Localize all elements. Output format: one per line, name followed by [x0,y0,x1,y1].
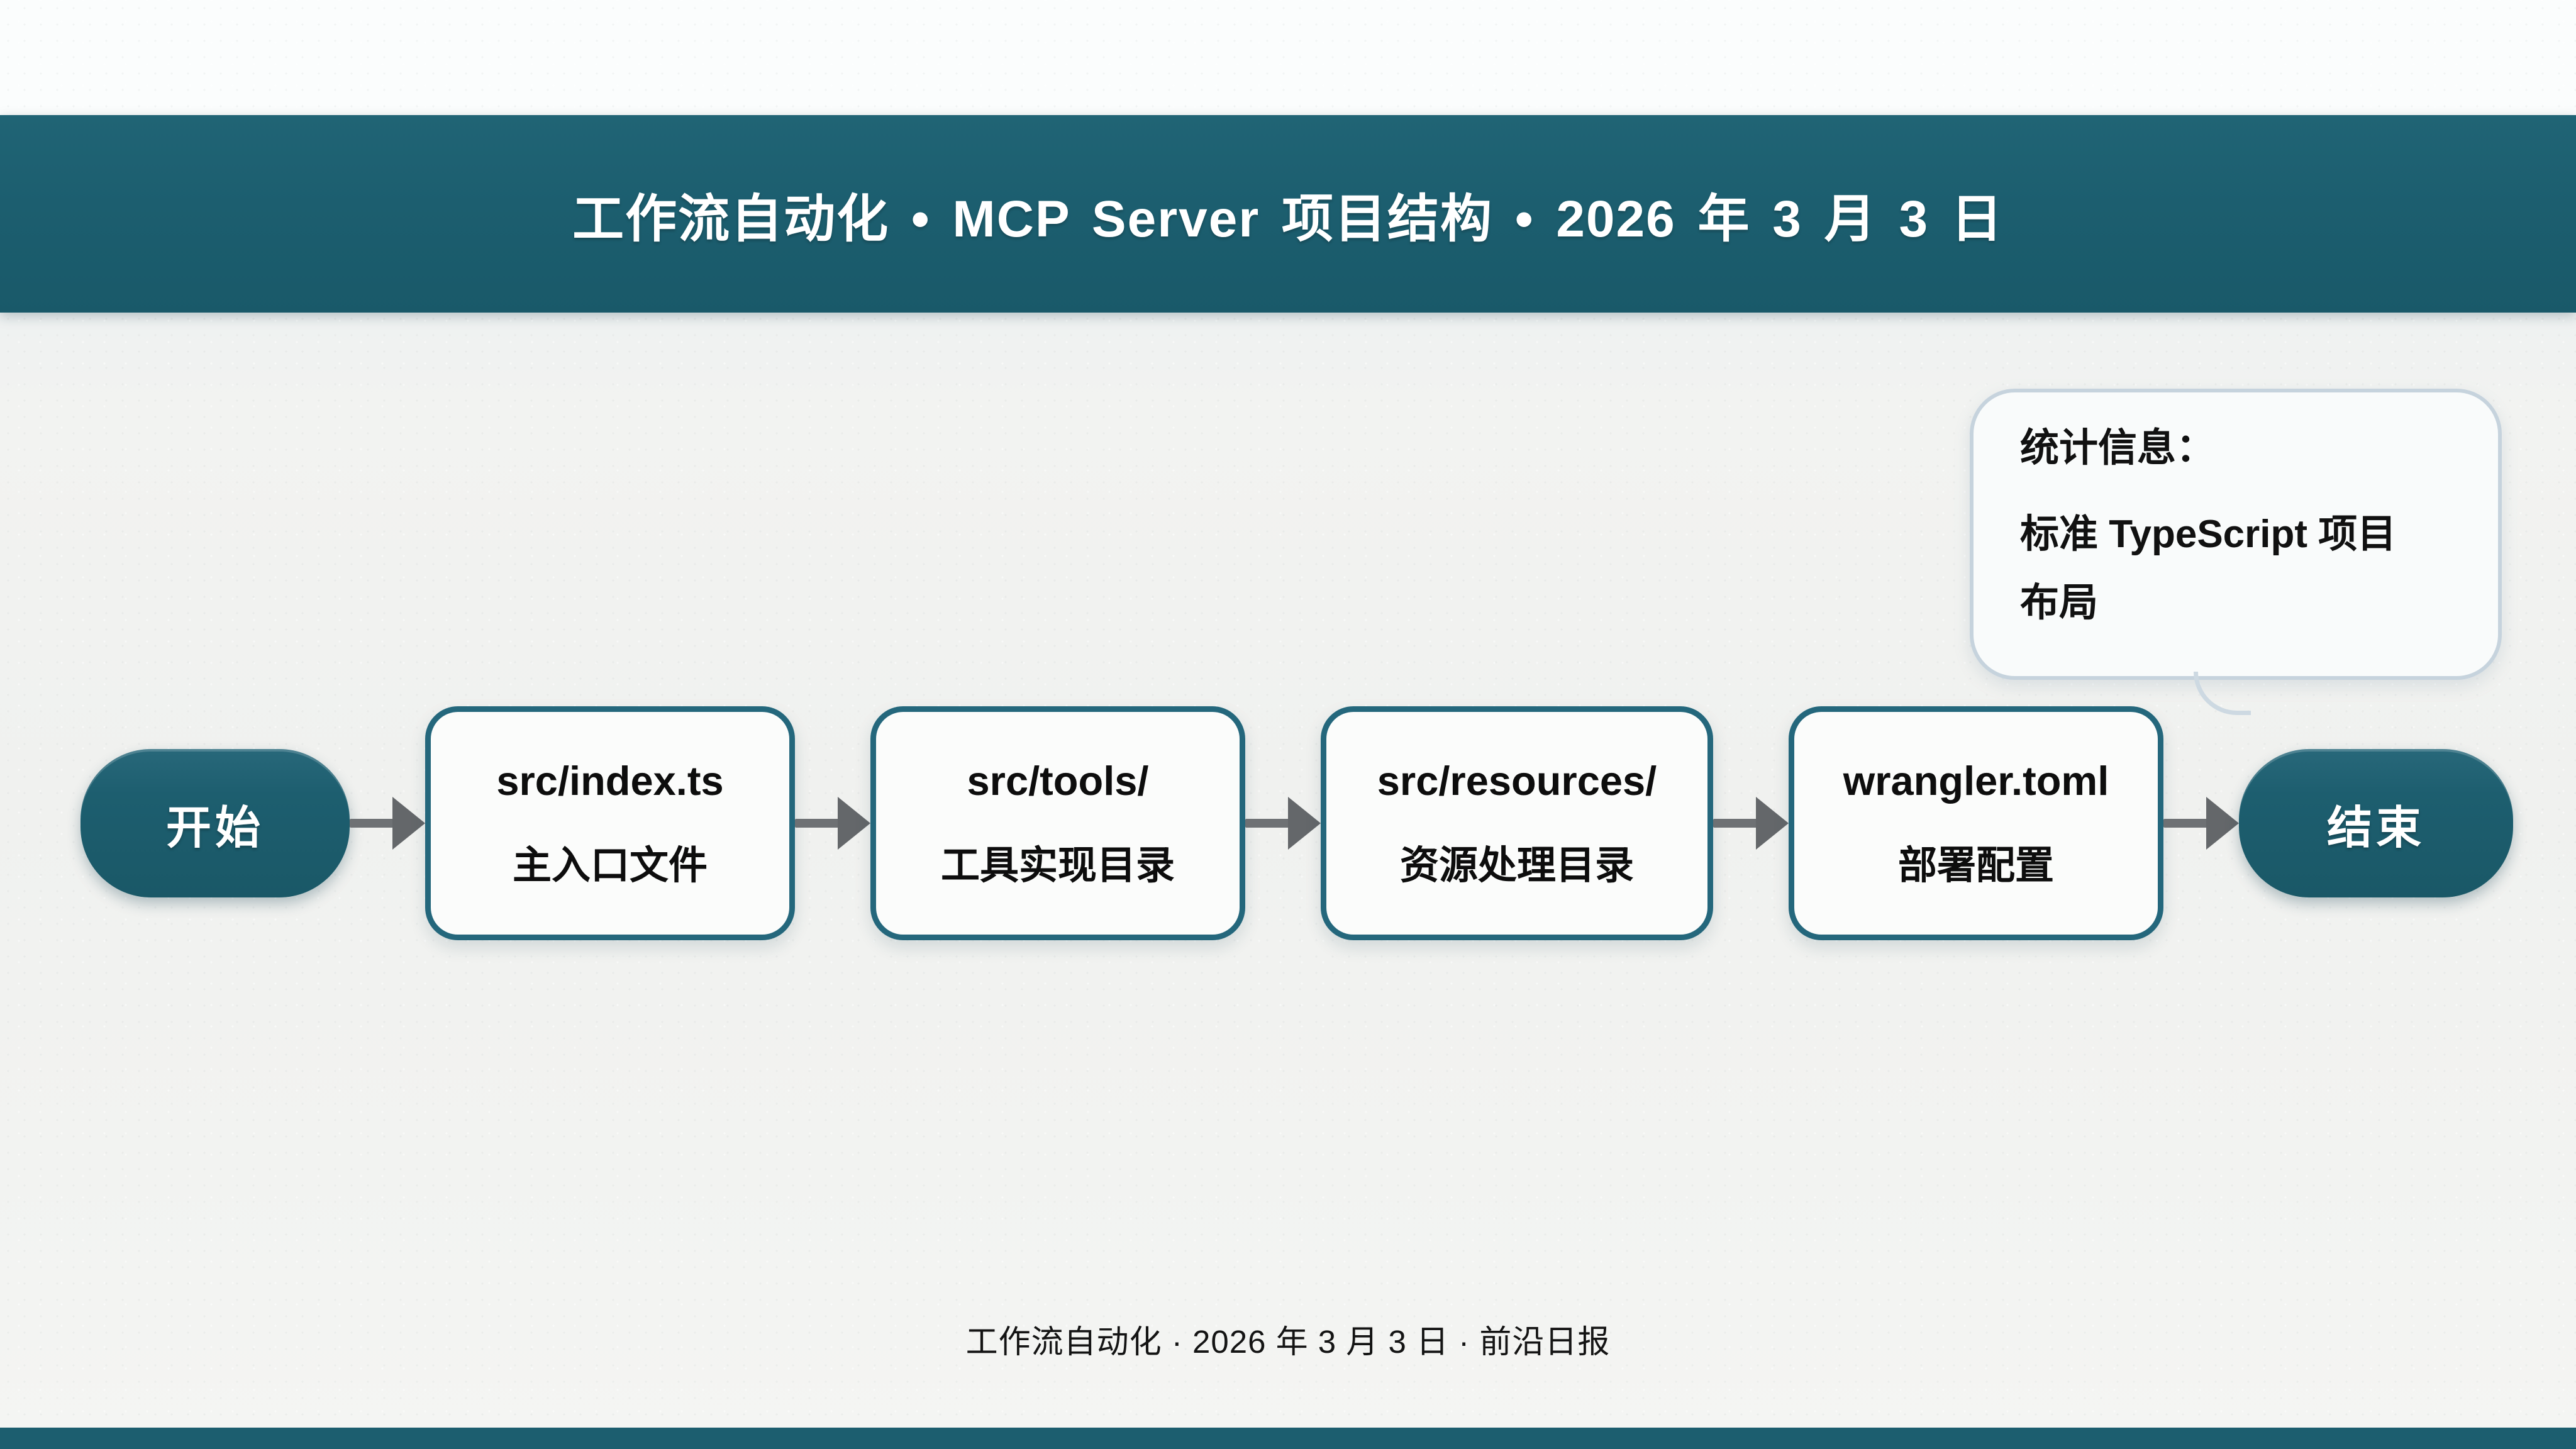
callout-body: 标准 TypeScript 项目布局 [2020,513,2397,625]
arrow-shaft [350,819,394,828]
flow-start-node: 开始 [80,749,350,897]
flow-arrow [2163,786,2239,861]
footer-caption: 工作流自动化 · 2026 年 3 月 3 日 · 前沿日报 [965,1324,1611,1360]
flow-step-wrangler: wrangler.toml 部署配置 [1789,706,2163,940]
header-band: 工作流自动化 • MCP Server 项目结构 • 2026 年 3 月 3 … [0,115,2576,313]
page-title: 工作流自动化 • MCP Server 项目结构 • 2026 年 3 月 3 … [572,190,2004,248]
arrow-shaft [1245,819,1289,828]
start-label: 开始 [165,802,264,853]
step-file-label: src/tools/ [967,757,1149,804]
step-file-label: src/resources/ [1377,757,1657,804]
bottom-accent-band [0,1428,2576,1449]
step-desc-label: 部署配置 [1897,843,2054,887]
step-desc-label: 资源处理目录 [1399,843,1634,887]
flowchart: 开始 src/index.ts 主入口文件 src/tools/ 工具实现目录 … [80,704,2513,942]
flow-step-index-ts: src/index.ts 主入口文件 [425,706,795,940]
arrow-head-icon [392,797,425,850]
arrow-head-icon [2206,797,2239,850]
arrow-shaft [795,819,839,828]
arrow-shaft [2163,819,2207,828]
end-label: 结束 [2326,802,2425,853]
flow-arrow [795,786,870,861]
step-desc-label: 工具实现目录 [940,843,1175,887]
arrow-head-icon [1288,797,1321,850]
flow-step-tools: src/tools/ 工具实现目录 [870,706,1245,940]
flow-arrow [350,786,425,861]
step-file-label: src/index.ts [496,757,724,804]
flow-arrow [1713,786,1789,861]
callout-title: 统计信息： [2020,426,2216,470]
arrow-head-icon [1756,797,1789,850]
step-file-label: wrangler.toml [1843,757,2109,804]
flow-arrow [1245,786,1321,861]
flow-end-node: 结束 [2239,749,2513,897]
flow-step-resources: src/resources/ 资源处理目录 [1321,706,1713,940]
arrow-shaft [1713,819,1757,828]
step-desc-label: 主入口文件 [512,843,708,887]
stats-callout: 统计信息： 标准 TypeScript 项目布局 [1970,389,2502,715]
arrow-head-icon [838,797,870,850]
